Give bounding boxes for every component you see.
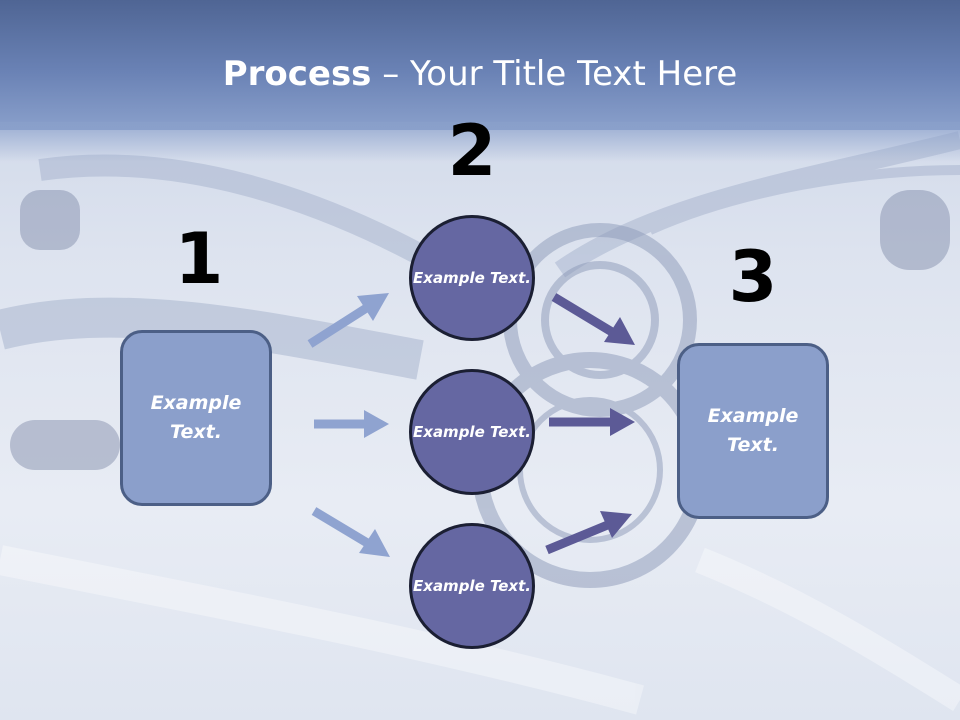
middle-circle-bottom-text: Example Text. [413,576,531,595]
arrow-left-to-bottom [311,507,390,557]
middle-circle-top-text: Example Text. [413,268,531,287]
left-box-text: Example Text. [150,392,242,443]
middle-circle-center-text: Example Text. [413,422,531,441]
right-box: Example Text. [677,343,829,519]
middle-circle-bottom: Example Text. [409,523,535,649]
arrow-bottom-to-right [545,511,632,555]
title-bar-fade [0,122,960,162]
arrow-left-to-top [307,293,389,348]
step-number-2: 2 [447,110,497,192]
title-bar [0,0,960,130]
arrow-left-to-center [314,410,389,438]
middle-circle-top: Example Text. [409,215,535,341]
left-box: Example Text. [120,330,272,506]
title-bold: Process [222,54,372,94]
step-number-3: 3 [728,236,778,318]
arrow-top-to-right [551,293,635,345]
right-box-text: Example Text. [707,405,799,456]
middle-circle-center: Example Text. [409,369,535,495]
arrow-center-to-right [549,408,635,436]
page-title: Process – Your Title Text Here [0,52,960,96]
step-number-1: 1 [174,218,224,300]
title-rest: – Your Title Text Here [371,54,738,94]
